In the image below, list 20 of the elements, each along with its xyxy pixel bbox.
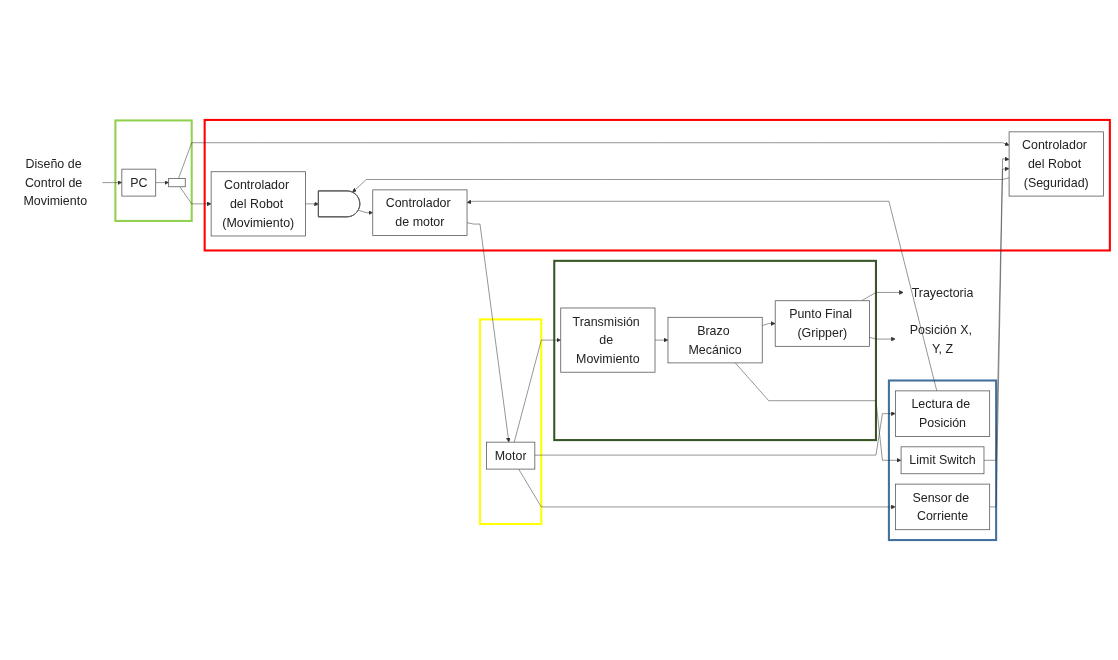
cluster xyxy=(553,259,877,442)
node-text: Posición X, Y, Z xyxy=(909,322,972,356)
node-box: Punto Final (Gripper) xyxy=(774,300,870,347)
node-box: Controlador del Robot (Seguridad) xyxy=(1008,131,1104,197)
cluster xyxy=(887,379,998,542)
node-box: Controlador del Robot (Movimiento) xyxy=(210,171,306,237)
node-box: PC xyxy=(121,168,157,197)
cluster xyxy=(114,119,193,222)
cluster xyxy=(478,318,543,526)
node-box: Motor xyxy=(486,441,536,470)
node-box: Transmisión de Movimiento xyxy=(560,307,656,373)
node-box: Limit Switch xyxy=(900,446,985,475)
cluster xyxy=(203,118,1111,252)
node-box: Controlador de motor xyxy=(372,189,468,236)
node-box xyxy=(168,178,186,188)
node-box: Sensor de Corriente xyxy=(895,483,991,531)
node-text: Diseño de Control de Movimiento xyxy=(23,156,88,208)
node-text: Trayectoria xyxy=(911,285,974,300)
node-box: Lectura de Posición xyxy=(895,390,991,437)
node-box: Brazo Mecánico xyxy=(667,316,763,364)
